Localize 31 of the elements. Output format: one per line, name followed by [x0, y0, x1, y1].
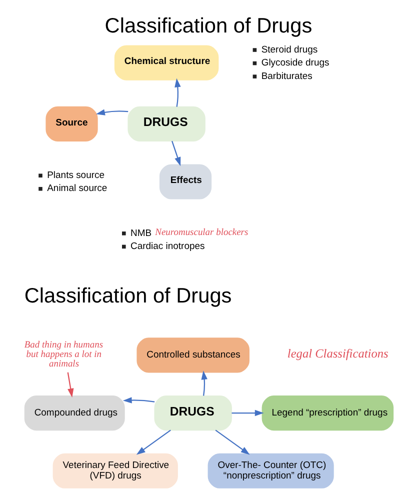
node-label: Glycoside drugs [261, 58, 330, 69]
arrow [232, 410, 264, 416]
node-label: Steroid drugs [261, 44, 318, 56]
node-label: Animal source [47, 183, 108, 194]
arrow [96, 109, 128, 116]
node-box: DRUGS [154, 396, 232, 431]
arrow [215, 430, 250, 455]
node-box: Effects [159, 164, 212, 200]
arrow [174, 78, 181, 107]
node-box: DRUGS [128, 106, 206, 142]
node-box: Source [46, 106, 98, 142]
arrow [122, 397, 155, 404]
node-text: Bad thing in humans but happens a lot in animals [24, 340, 104, 370]
node-box: Over-The- Counter (OTC) “nonprescription” drugs [208, 453, 334, 488]
arrow [136, 430, 171, 455]
arrow [67, 372, 74, 398]
node-label: Cardiac inotropes [130, 241, 205, 252]
node-label: Plants source [47, 170, 104, 181]
diagram-title: Classification of Drugs [104, 14, 312, 38]
node-box: Legend “prescription” drugs [262, 396, 394, 431]
label: Classification of Drugs [24, 284, 232, 308]
label: legal Classifications [287, 346, 388, 360]
node-box: Chemical structure [114, 45, 219, 80]
node-box: Veterinary Feed Directive (VFD) drugs [52, 453, 178, 488]
node-box: Compounded drugs [24, 396, 125, 431]
arrow [172, 140, 181, 166]
node-box: Controlled substances [136, 338, 250, 373]
node-label: NMB [130, 228, 152, 239]
node-label: Neuromuscular blockers [155, 228, 248, 238]
node-label: Barbiturates [261, 70, 312, 82]
arrow [201, 370, 208, 396]
